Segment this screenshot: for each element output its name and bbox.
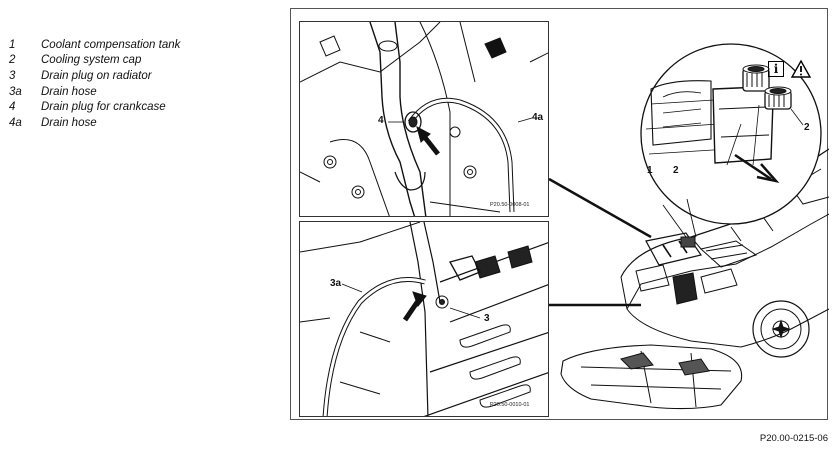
car-illustration [548, 43, 829, 410]
callout-drain-hose-radiator: 3a [330, 278, 342, 289]
info-icon: i [768, 61, 784, 77]
callout-drain-plug-radiator: 3 [484, 313, 490, 324]
inset-radiator-drain: 3a 3 P20.50-0010-01 [299, 221, 549, 417]
inset-code-top: P20.50-0008-01 [490, 202, 530, 208]
callout-drain-plug-crankcase: 4 [378, 115, 384, 126]
figure-reference: P20.00-0215-06 [759, 433, 828, 444]
callout-cap-loose: 2 [804, 122, 810, 133]
callout-cap-detail: 2 [673, 165, 679, 176]
callout-tank: 1 [647, 165, 653, 176]
crankcase-drawing [300, 22, 548, 216]
illustration-frame: i 1 2 2 [290, 8, 829, 420]
inset-crankcase-drain: 4 4a P20.50-0008-01 [299, 21, 549, 217]
inset-code-bottom: P20.50-0010-01 [490, 402, 530, 408]
warning-icon [790, 59, 812, 78]
radiator-drawing [300, 222, 548, 416]
callout-drain-hose-crankcase: 4a [532, 112, 544, 123]
